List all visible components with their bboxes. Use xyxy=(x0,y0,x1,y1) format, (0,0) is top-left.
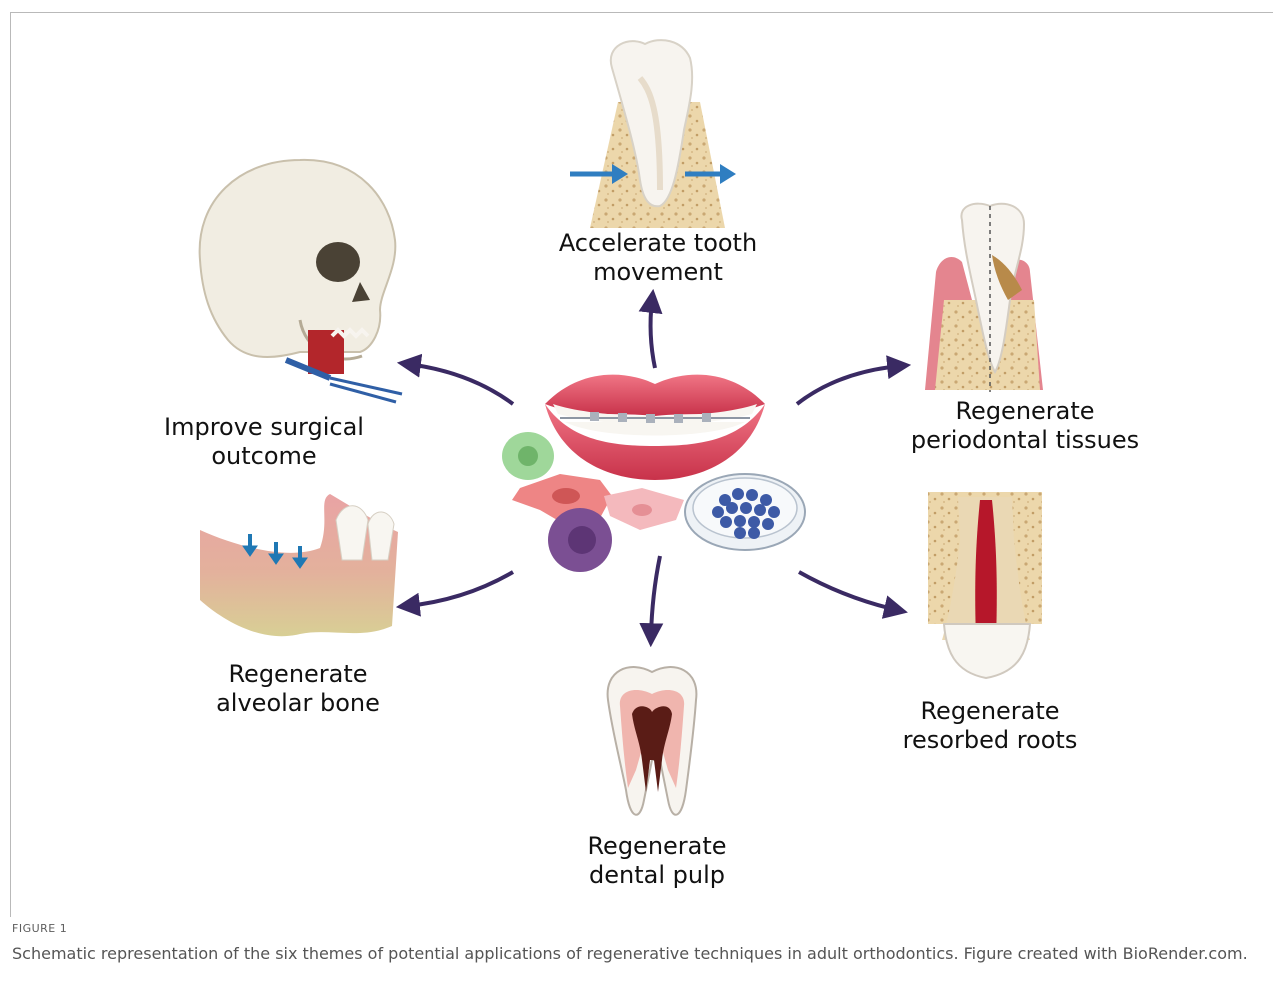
label-line: Regenerate xyxy=(890,397,1160,426)
alveolar-bone-illustration xyxy=(200,494,398,636)
label-line: Regenerate xyxy=(560,832,754,861)
arrow-upper-right xyxy=(797,366,900,404)
tooth-movement-illustration xyxy=(570,40,736,228)
smile-with-braces-illustration xyxy=(545,375,765,480)
label-line: movement xyxy=(548,258,768,287)
figure-number: FIGURE 1 xyxy=(12,922,67,935)
label-line: Regenerate xyxy=(880,697,1100,726)
label-line: periodontal tissues xyxy=(890,426,1160,455)
label-regenerate-resorbed-roots: Regenerate resorbed roots xyxy=(880,697,1100,755)
arrow-lower-right xyxy=(799,572,897,610)
label-line: alveolar bone xyxy=(195,689,401,718)
label-regenerate-dental-pulp: Regenerate dental pulp xyxy=(560,832,754,890)
label-line: outcome xyxy=(155,442,373,471)
label-regenerate-periodontal-tissues: Regenerate periodontal tissues xyxy=(890,397,1160,455)
label-improve-surgical-outcome: Improve surgical outcome xyxy=(155,413,373,471)
resorbed-roots-illustration xyxy=(928,492,1042,678)
label-line: Improve surgical xyxy=(155,413,373,442)
dental-pulp-illustration xyxy=(608,667,697,815)
label-line: resorbed roots xyxy=(880,726,1100,755)
label-line: Accelerate tooth xyxy=(548,229,768,258)
arrow-down xyxy=(651,556,660,636)
label-accelerate-tooth-movement: Accelerate tooth movement xyxy=(548,229,768,287)
arrow-upper-left xyxy=(408,364,513,404)
periodontal-illustration xyxy=(925,204,1043,392)
arrow-lower-left xyxy=(407,572,513,606)
figure-caption: Schematic representation of the six them… xyxy=(12,943,1274,965)
label-line: dental pulp xyxy=(560,861,754,890)
label-line: Regenerate xyxy=(195,660,401,689)
label-regenerate-alveolar-bone: Regenerate alveolar bone xyxy=(195,660,401,718)
arrow-up xyxy=(651,300,655,368)
petri-dish-illustration xyxy=(685,474,805,550)
skull-illustration xyxy=(200,160,402,402)
